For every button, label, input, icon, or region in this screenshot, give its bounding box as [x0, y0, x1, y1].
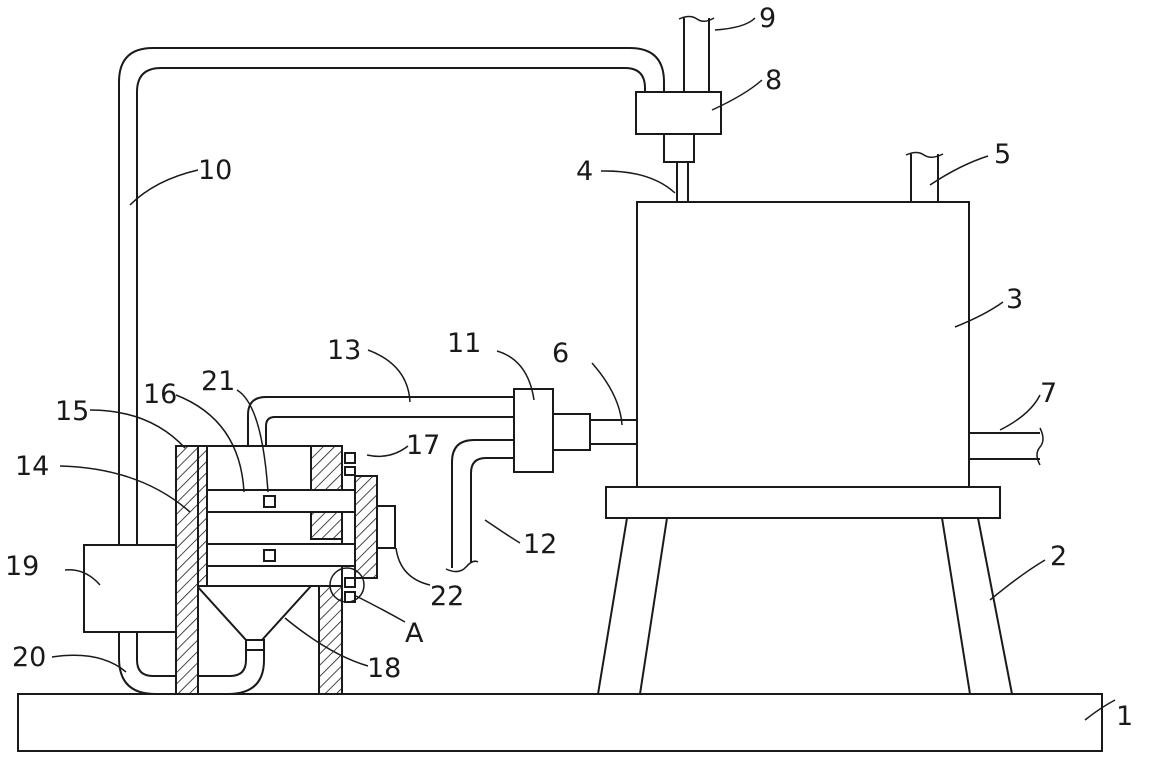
- label-A: A: [405, 618, 424, 649]
- label-21: 21: [201, 366, 235, 397]
- bolts: [329, 452, 365, 603]
- part-labels: 1 2 3 4 5 6 7 8 9 10 11 12 13 14 15 16 1…: [5, 3, 1133, 732]
- left-plate: [175, 445, 199, 695]
- label-14: 14: [15, 451, 49, 482]
- label-13: 13: [327, 335, 361, 366]
- valve-block: [635, 91, 722, 163]
- stand: [597, 486, 1013, 695]
- head-plate: [354, 475, 396, 579]
- label-2: 2: [1050, 541, 1067, 572]
- inner-plate: [197, 445, 208, 587]
- label-22: 22: [430, 581, 464, 612]
- label-11: 11: [447, 328, 481, 359]
- return-pipe: [118, 47, 665, 545]
- drain-pipe: [445, 439, 514, 573]
- leader-lines: [51, 17, 1116, 721]
- label-12: 12: [523, 529, 557, 560]
- label-15: 15: [55, 396, 89, 427]
- label-16: 16: [143, 379, 177, 410]
- label-17: 17: [406, 430, 440, 461]
- label-4: 4: [576, 156, 593, 187]
- label-8: 8: [765, 65, 782, 96]
- right-wall: [310, 445, 343, 695]
- label-5: 5: [994, 139, 1011, 170]
- label-20: 20: [12, 642, 46, 673]
- label-3: 3: [1006, 284, 1023, 315]
- outlet-pipe: [589, 419, 1044, 466]
- label-9: 9: [759, 3, 776, 34]
- three-way-valve: [513, 388, 591, 473]
- base-plate: [17, 693, 1103, 752]
- motor: [83, 544, 177, 633]
- inlet-pipe: [676, 162, 689, 202]
- rods: [206, 489, 356, 567]
- label-10: 10: [198, 155, 232, 186]
- vent-pipe: [905, 151, 944, 202]
- label-7: 7: [1040, 378, 1057, 409]
- label-18: 18: [367, 653, 401, 684]
- feed-pipe: [247, 396, 514, 447]
- label-19: 19: [5, 551, 39, 582]
- tank: [636, 201, 970, 488]
- label-6: 6: [552, 338, 569, 369]
- label-1: 1: [1116, 701, 1133, 732]
- supply-pipe: [678, 15, 715, 92]
